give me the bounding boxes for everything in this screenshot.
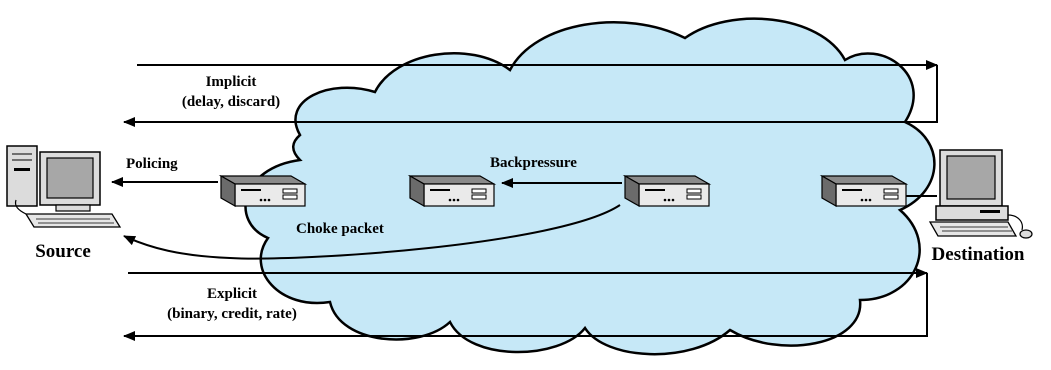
destination-label: Destination	[932, 244, 1025, 265]
router-icon	[624, 175, 710, 207]
backpressure-label: Backpressure	[490, 155, 577, 171]
source-computer-icon	[6, 145, 122, 228]
choke-packet-arrow	[123, 204, 621, 260]
explicit-return-arrow	[123, 273, 928, 341]
network-cloud	[244, 17, 936, 356]
choke-packet-label: Choke packet	[296, 221, 384, 237]
destination-computer-icon	[928, 149, 1033, 239]
policing-label: Policing	[126, 156, 178, 172]
implicit-return-arrow	[123, 65, 938, 127]
explicit-label: Explicit	[207, 286, 257, 302]
router-icon	[220, 175, 306, 207]
router-icon	[821, 175, 907, 207]
implicit-label: Implicit	[206, 74, 257, 90]
explicit-detail-label: (binary, credit, rate)	[167, 306, 297, 322]
router-icon	[409, 175, 495, 207]
implicit-detail-label: (delay, discard)	[182, 94, 280, 110]
source-label: Source	[35, 241, 91, 262]
